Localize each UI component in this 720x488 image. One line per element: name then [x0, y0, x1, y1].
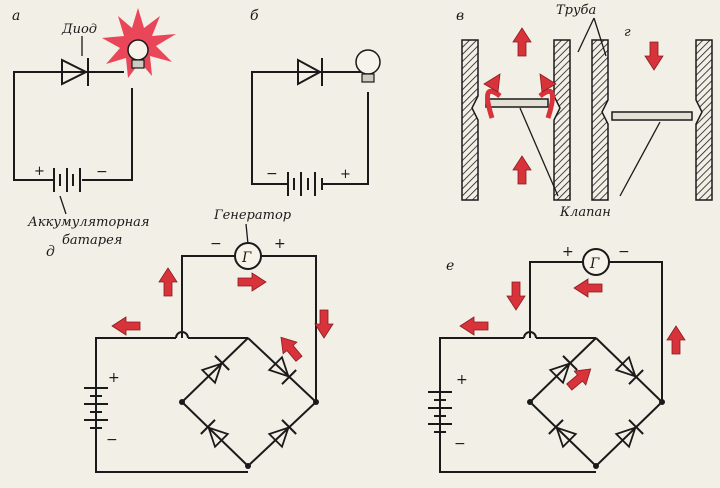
e-arrow-up-right — [666, 325, 686, 355]
d-wire-gen-left — [181, 255, 235, 338]
d-diode-2 — [267, 355, 297, 385]
circuit-b-wire — [251, 71, 362, 185]
d-node-left — [179, 399, 185, 405]
pipe-label: Труба — [556, 3, 596, 18]
panel-d-label: д — [46, 244, 55, 260]
valve-g-plate — [611, 111, 693, 121]
d-diode-1 — [200, 355, 230, 385]
battery-b-symbol — [287, 172, 323, 196]
panel-e: е + − Г + — [428, 244, 686, 473]
gen-d-plus: + — [274, 236, 286, 252]
e-wire-gen-left — [529, 261, 583, 338]
e-diode-1 — [548, 355, 578, 385]
lamp-glow-icon — [102, 8, 176, 78]
gen-e-symbol-text: Г — [589, 256, 600, 272]
battery-a-symbol — [53, 168, 81, 192]
d-diode-4 — [267, 419, 297, 449]
pipe-leader-1 — [577, 17, 595, 53]
battery-b-plus: + — [340, 167, 351, 182]
diode-a-symbol — [61, 58, 89, 86]
e-bridge-diamond — [528, 337, 664, 468]
e-wire-gen-right — [609, 261, 663, 402]
flow-up-arrow-top — [512, 27, 532, 57]
d-arrow-down-right — [314, 309, 334, 339]
flow-curve-left — [485, 88, 502, 119]
battery-d-plus: + — [108, 370, 120, 386]
d-wire-outer — [95, 337, 248, 473]
e-arrow-down-left — [506, 281, 526, 311]
diode-label: Диод — [61, 22, 97, 37]
battery-leader-line — [59, 195, 67, 215]
panel-v-label: в — [456, 8, 464, 24]
circuit-a-wire-right — [82, 88, 133, 181]
e-arrow-left-gen — [573, 278, 603, 298]
d-node-bottom — [245, 463, 251, 469]
gen-e-plus: + — [562, 244, 574, 260]
panel-v-g: в г Труба Клапан — [456, 3, 713, 220]
d-arrow-up-left — [158, 267, 178, 297]
battery-d-minus: − — [106, 432, 118, 448]
flow-curve-left-head — [483, 73, 501, 93]
battery-label-line1: Аккумуляторная — [27, 215, 150, 230]
valve-leader-1 — [519, 107, 559, 197]
e-node-right — [659, 399, 665, 405]
panel-b-label: б — [250, 8, 259, 24]
e-node-left — [527, 399, 533, 405]
circuit-b-wire-right — [322, 92, 369, 185]
d-arrow-right-gen — [237, 272, 267, 292]
panel-e-label: е — [446, 258, 454, 274]
panel-a-label: а — [12, 8, 20, 24]
e-diode-3 — [548, 419, 578, 449]
pipe-g-left-wall — [591, 39, 609, 201]
e-diode-2 — [614, 355, 644, 385]
battery-e-symbol — [428, 391, 452, 433]
e-wire-outer — [439, 337, 596, 473]
gen-d-symbol-text: Г — [241, 250, 252, 266]
battery-a-plus: + — [34, 164, 45, 179]
flow-up-arrow-bottom — [512, 155, 532, 185]
circuit-a-wire — [13, 71, 124, 181]
flow-curve-right-head — [539, 73, 557, 93]
battery-label-line2: батарея — [62, 233, 122, 248]
valve-label: Клапан — [559, 205, 611, 220]
flow-curve-right — [538, 88, 555, 119]
lamp-off-icon — [355, 49, 381, 83]
panel-d: д Генератор − + Г — [46, 208, 334, 473]
battery-b-minus: − — [266, 166, 278, 182]
battery-e-plus: + — [456, 372, 468, 388]
e-node-bottom — [593, 463, 599, 469]
valve-leader-2 — [619, 121, 661, 197]
diode-b-symbol — [297, 58, 323, 86]
d-arrow-left — [111, 316, 141, 336]
battery-d-symbol — [84, 387, 108, 429]
pipe-v-right-wall — [553, 39, 571, 201]
d-wire-hop — [175, 331, 189, 339]
flow-down-arrow — [644, 41, 664, 71]
battery-a-minus: − — [96, 164, 108, 180]
generator-leader — [245, 223, 249, 245]
d-node-right — [313, 399, 319, 405]
pipe-g-right-wall — [695, 39, 713, 201]
d-wire-gen-right — [261, 255, 317, 402]
gen-d-minus: − — [210, 236, 222, 252]
panel-g-label: г — [624, 25, 631, 40]
generator-label: Генератор — [213, 208, 292, 223]
pipe-v-left-wall — [461, 39, 479, 201]
e-wire-hop — [523, 331, 537, 339]
d-diode-3 — [200, 419, 230, 449]
panel-a: а Диод + − Аккумуляторная батарея — [12, 8, 176, 248]
e-arrow-left — [459, 316, 489, 336]
e-diode-4 — [614, 419, 644, 449]
valve-v-plate — [485, 98, 549, 108]
panel-b: б − + — [250, 8, 381, 196]
gen-e-minus: − — [618, 244, 630, 260]
battery-e-minus: − — [454, 436, 466, 452]
